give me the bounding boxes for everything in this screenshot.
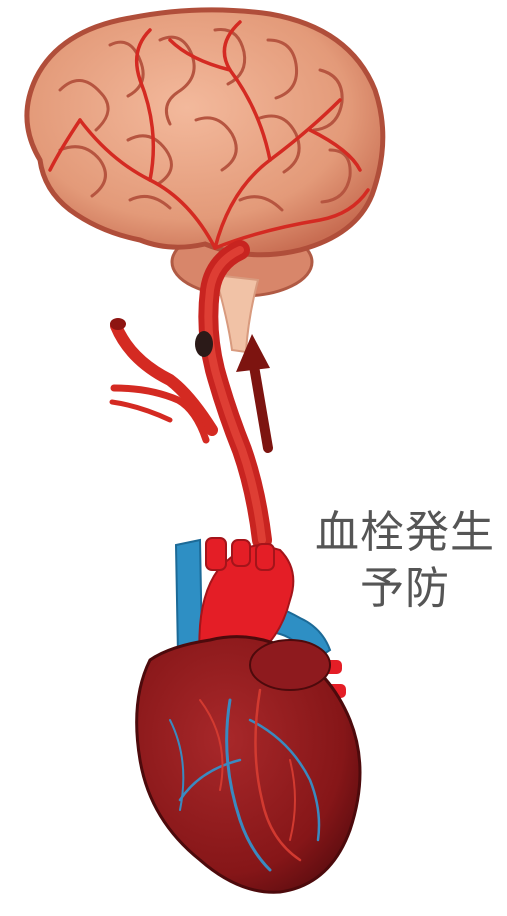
caption-line-2: 予防 (305, 561, 505, 617)
blood-clot (195, 331, 213, 357)
caption: 血栓発生 予防 (305, 505, 505, 617)
caption-line-1: 血栓発生 (305, 505, 505, 561)
superior-vena-cava (176, 540, 202, 655)
